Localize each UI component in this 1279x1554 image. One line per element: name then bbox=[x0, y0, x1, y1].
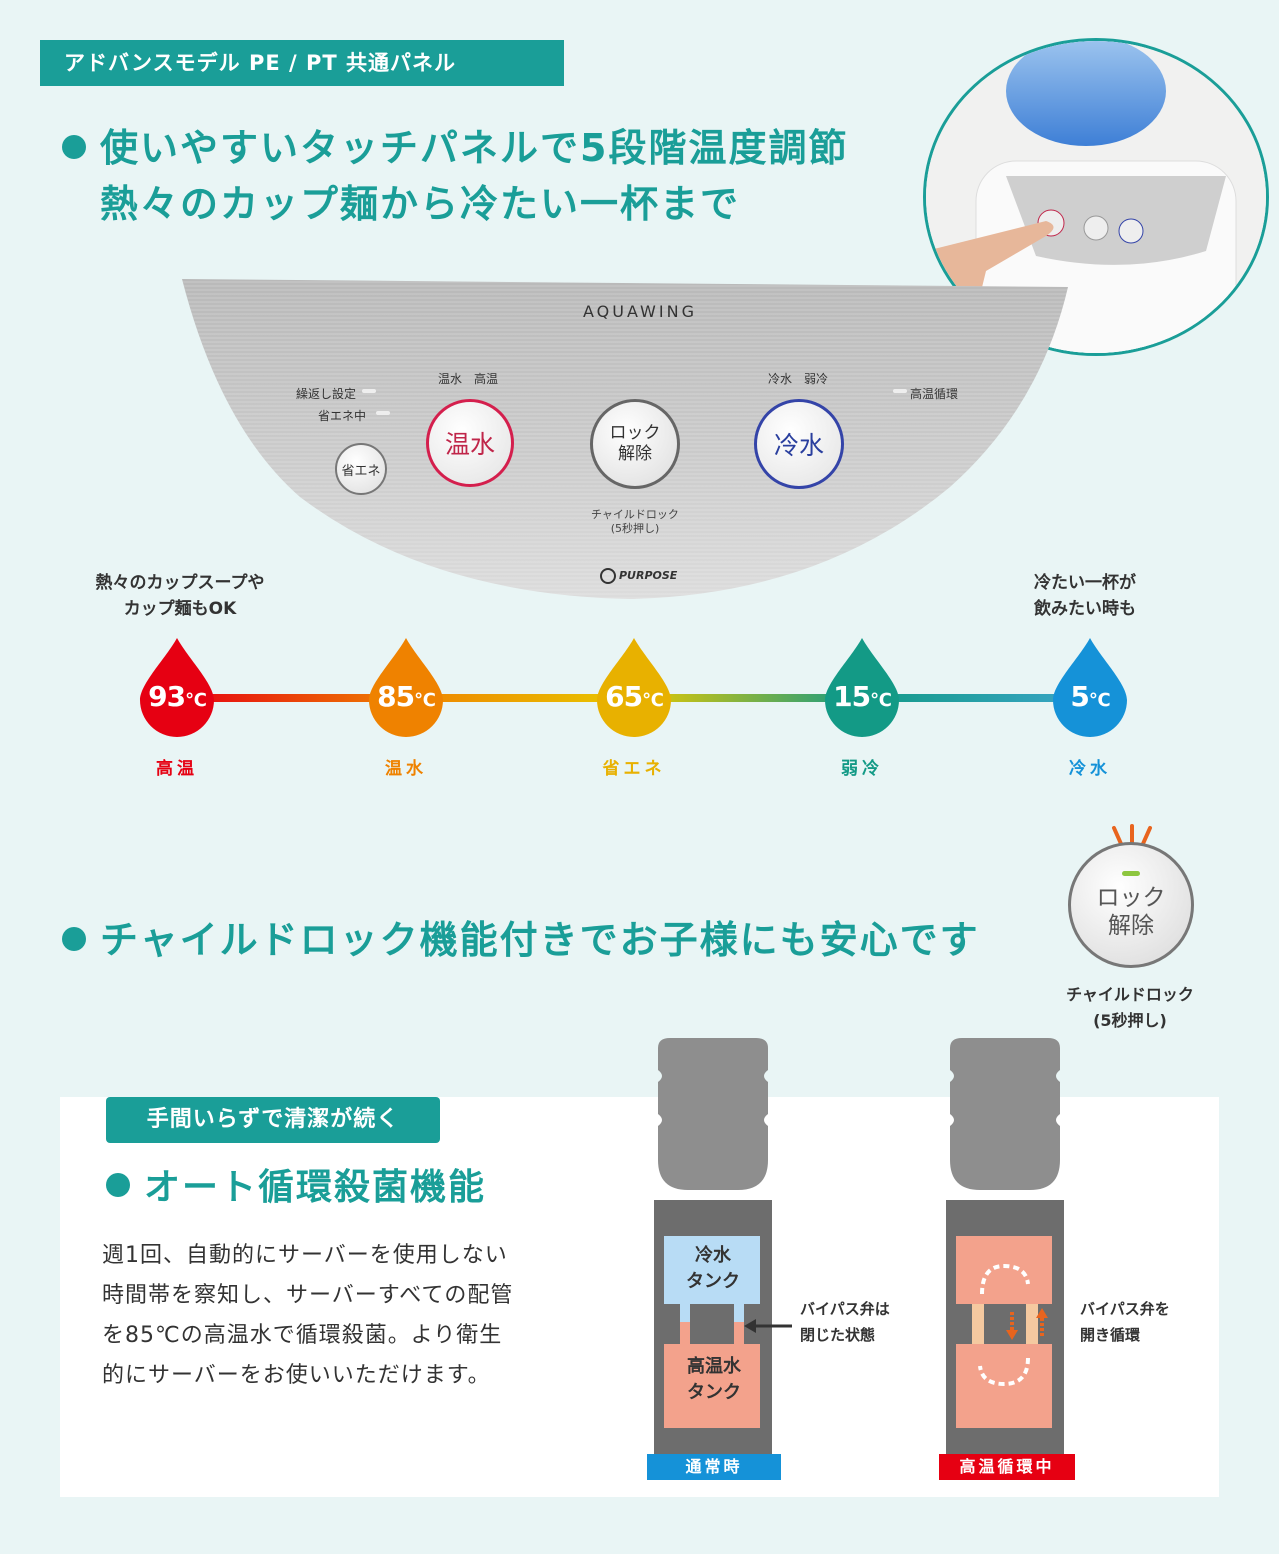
repeat-setting-led bbox=[362, 389, 376, 393]
lock-release-button[interactable]: ロック 解除 bbox=[590, 399, 680, 489]
lock-led-icon bbox=[1122, 870, 1140, 876]
cold-water-button[interactable]: 冷水 bbox=[754, 399, 844, 489]
bullet-icon bbox=[62, 926, 86, 951]
hot-tank-label: 高温水 タンク bbox=[676, 1354, 752, 1406]
hot-caption-line2: カップ麺もOK bbox=[123, 599, 237, 619]
temperature-label: 省エネ bbox=[602, 759, 666, 779]
circulation-arrow-icon bbox=[980, 1263, 1030, 1295]
panel-lock-note-line2: (5秒押し) bbox=[610, 522, 660, 535]
temperature-drop-icon bbox=[597, 638, 671, 737]
lock-caption-line2: (5秒押し) bbox=[1093, 1011, 1167, 1030]
normal-state-tag: 通常時 bbox=[647, 1454, 781, 1480]
temperature-value: 15℃ bbox=[823, 680, 901, 713]
cold-tank-label: 冷水 タンク bbox=[680, 1243, 746, 1295]
temperature-number: 93 bbox=[148, 680, 186, 713]
bypass-open-line1: バイパス弁を bbox=[1080, 1300, 1170, 1318]
temperature-drop-icon bbox=[369, 638, 443, 737]
arrow-left-icon bbox=[744, 1319, 792, 1333]
hot-caption: 熱々のカップスープや カップ麺もOK bbox=[70, 570, 290, 622]
feature-body: 週1回、自動的にサーバーを使用しない時間帯を察知し、サーバーすべての配管を85℃… bbox=[102, 1243, 514, 1388]
temperature-value: 93℃ bbox=[138, 680, 216, 713]
bypass-open-note: バイパス弁を 開き循環 bbox=[1080, 1296, 1170, 1348]
feature-title-text: オート循環殺菌機能 bbox=[144, 1167, 487, 1208]
panel-brand: AQUAWING bbox=[583, 302, 697, 321]
hot-caption-line1: 熱々のカップスープや bbox=[95, 573, 265, 593]
headline-child-lock: チャイルドロック機能付きでお子様にも安心です bbox=[62, 912, 980, 968]
cold-tank-line2: タンク bbox=[686, 1271, 740, 1292]
temperature-unit: ℃ bbox=[414, 690, 436, 711]
cold-caption-line2: 飲みたい時も bbox=[1034, 599, 1136, 619]
panel-lock-note-line1: チャイルドロック bbox=[591, 508, 679, 521]
temperature-drop-icon bbox=[825, 638, 899, 737]
headline-line1: 使いやすいタッチパネルで5段階温度調節 bbox=[100, 126, 849, 170]
eco-mode-led bbox=[376, 411, 390, 415]
hot-indicator-label: 温水 高温 bbox=[438, 372, 499, 386]
server-diagram-normal bbox=[654, 1038, 772, 1464]
temperature-number: 15 bbox=[833, 680, 871, 713]
hot-tank bbox=[664, 1344, 760, 1428]
panel-maker-logo: PURPOSE bbox=[600, 568, 677, 584]
eco-mode-label: 省エネ中 bbox=[318, 409, 367, 423]
bottle-icon bbox=[658, 1038, 768, 1190]
temperature-unit: ℃ bbox=[1088, 690, 1111, 711]
cold-caption-line1: 冷たい一杯が bbox=[1034, 573, 1136, 593]
lock-button-line2: 解除 bbox=[618, 444, 652, 464]
temperature-label: 冷水 bbox=[1069, 759, 1111, 779]
circulation-label: 高温循環 bbox=[910, 387, 959, 401]
temperature-value: 65℃ bbox=[595, 680, 673, 713]
hot-tank bbox=[956, 1344, 1052, 1428]
eco-button[interactable]: 省エネ bbox=[335, 443, 387, 495]
temperature-unit: ℃ bbox=[185, 690, 207, 711]
temperature-label: 弱冷 bbox=[841, 759, 883, 779]
headline-temperature-line2: 熱々のカップ麺から冷たい一杯まで bbox=[100, 182, 741, 226]
temperature-number: 85 bbox=[377, 680, 415, 713]
hot-water-button[interactable]: 温水 bbox=[426, 399, 514, 487]
temperature-number: 65 bbox=[605, 680, 643, 713]
circulation-arrow-icon bbox=[978, 1357, 1030, 1387]
feature-title: オート循環殺菌機能 bbox=[106, 1160, 486, 1216]
circulation-state-tag: 高温循環中 bbox=[939, 1454, 1075, 1480]
lock-illustration-caption: チャイルドロック (5秒押し) bbox=[1040, 982, 1220, 1034]
hot-tank-line2: タンク bbox=[687, 1382, 741, 1403]
repeat-setting-label: 繰返し設定 bbox=[296, 387, 357, 401]
hot-tank-line1: 高温水 bbox=[687, 1356, 741, 1377]
headline-child-lock-text: チャイルドロック機能付きでお子様にも安心です bbox=[100, 918, 980, 962]
temperature-label: 高温 bbox=[156, 759, 198, 779]
temperature-unit: ℃ bbox=[642, 690, 664, 711]
panel-maker-text: PURPOSE bbox=[619, 569, 678, 582]
bullet-icon bbox=[62, 134, 86, 159]
lock-illustration-line1: ロック bbox=[1096, 884, 1166, 911]
bypass-closed-line1: バイパス弁は bbox=[800, 1300, 890, 1318]
bottle-icon bbox=[950, 1038, 1060, 1190]
bypass-closed-note: バイパス弁は 閉じた状態 bbox=[800, 1296, 890, 1348]
bullet-icon bbox=[106, 1173, 130, 1197]
cold-indicator-label: 冷水 弱冷 bbox=[768, 372, 829, 386]
feature-tag: 手間いらずで清潔が続く bbox=[106, 1097, 440, 1143]
server-diagram-circulation bbox=[946, 1038, 1064, 1464]
bypass-open-line2: 開き循環 bbox=[1080, 1326, 1141, 1344]
cold-tank-line1: 冷水 bbox=[695, 1245, 731, 1266]
temperature-value: 85℃ bbox=[367, 680, 445, 713]
temperature-unit: ℃ bbox=[870, 690, 892, 711]
temperature-drop-icon bbox=[1053, 638, 1127, 737]
temperature-value: 5℃ bbox=[1051, 680, 1129, 713]
headline-temperature: 使いやすいタッチパネルで5段階温度調節 bbox=[62, 120, 848, 176]
cold-tank bbox=[664, 1236, 760, 1304]
cold-caption: 冷たい一杯が 飲みたい時も bbox=[1000, 570, 1170, 622]
purpose-logo-icon bbox=[600, 568, 616, 584]
temperature-number: 5 bbox=[1070, 680, 1090, 713]
temperature-label: 温水 bbox=[385, 759, 427, 779]
panel-lock-note: チャイルドロック (5秒押し) bbox=[575, 508, 695, 536]
bypass-closed-line2: 閉じた状態 bbox=[800, 1326, 876, 1344]
cold-tank-heated bbox=[956, 1236, 1052, 1304]
lock-illustration-line2: 解除 bbox=[1108, 912, 1154, 939]
lock-caption-line1: チャイルドロック bbox=[1066, 985, 1194, 1004]
lock-button-line1: ロック bbox=[609, 423, 661, 443]
circulation-led bbox=[893, 389, 907, 393]
lock-button-illustration: ロック 解除 bbox=[1068, 842, 1194, 968]
temperature-drop-icon bbox=[140, 638, 214, 737]
model-tag: アドバンスモデル PE / PT 共通パネル bbox=[40, 40, 564, 86]
